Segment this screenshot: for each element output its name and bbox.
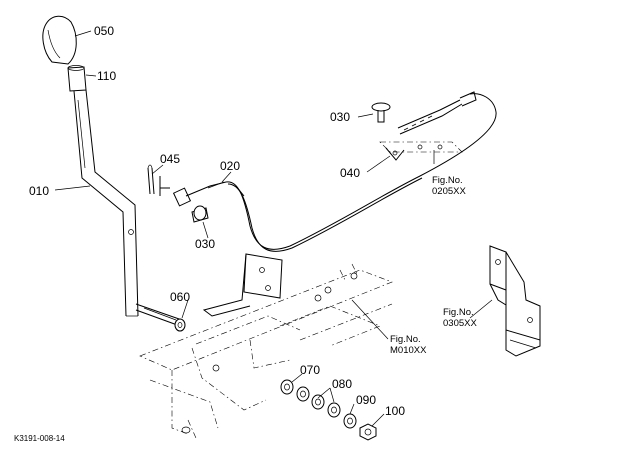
callout-090: 090 — [356, 393, 376, 407]
drawing-code: K3191-008-14 — [14, 434, 65, 443]
leader-lines — [54, 30, 493, 427]
shift-lever — [73, 89, 139, 317]
clip-040 — [385, 147, 405, 161]
callout-040: 040 — [340, 166, 360, 180]
lever-knob — [42, 15, 77, 65]
fig-ref-0205xx-label: Fig.No. — [432, 175, 463, 186]
fig-ref-0205xx[interactable]: Fig.No. 0205XX — [432, 175, 466, 197]
callout-010: 010 — [29, 184, 49, 198]
lever-pivot-bolt — [135, 303, 183, 327]
callout-080: 080 — [332, 377, 352, 391]
knob-sleeve — [67, 65, 87, 92]
callout-050: 050 — [94, 24, 114, 38]
clevis-pin-030-lower — [191, 205, 209, 223]
washer-060 — [174, 318, 186, 332]
frame-bracket — [202, 253, 283, 317]
fig-ref-0305xx-code: 0305XX — [443, 318, 477, 329]
callout-030-lower: 030 — [195, 237, 215, 251]
upper-bracket — [379, 141, 463, 153]
fig-ref-m010xx[interactable]: Fig.No. M010XX — [390, 334, 427, 356]
cable-upper-end — [397, 91, 477, 135]
main-frame — [139, 263, 393, 439]
fig-ref-m010xx-label: Fig.No. — [390, 334, 421, 345]
cable-line — [225, 93, 497, 252]
callout-030-upper: 030 — [330, 110, 350, 124]
callout-020: 020 — [220, 159, 240, 173]
callout-110: 110 — [97, 69, 116, 83]
callout-060: 060 — [170, 290, 190, 304]
callout-045: 045 — [160, 152, 180, 166]
right-bracket — [489, 245, 541, 357]
callout-100: 100 — [385, 404, 405, 418]
fig-ref-0305xx-label: Fig.No. — [443, 307, 474, 318]
cable-rod-end — [159, 176, 227, 207]
fig-ref-m010xx-code: M010XX — [390, 345, 427, 356]
callout-070: 070 — [300, 363, 320, 377]
clevis-pin-030-upper — [371, 102, 391, 123]
split-pin-045 — [147, 164, 155, 195]
fig-ref-0205xx-code: 0205XX — [432, 186, 466, 197]
fig-ref-0305xx[interactable]: Fig.No. 0305XX — [443, 307, 477, 329]
